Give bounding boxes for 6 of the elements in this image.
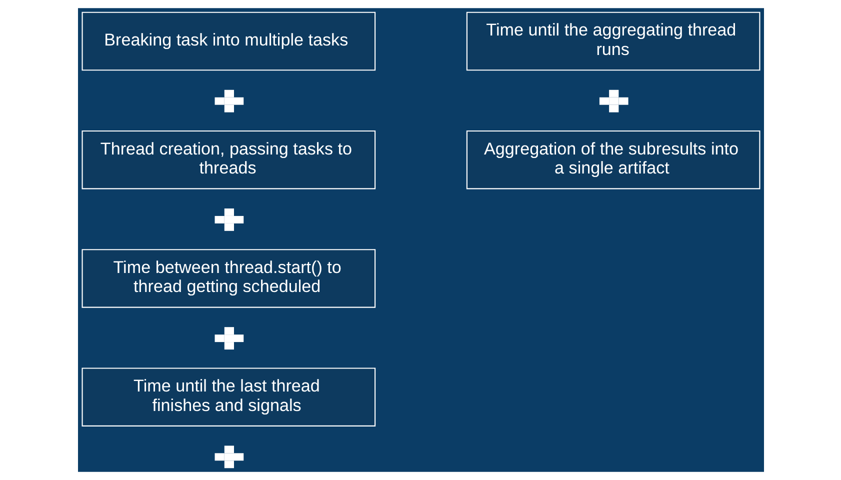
node-box: Time until the last thread finishes and signals	[81, 368, 376, 426]
node-box: Time until the aggregating thread runs	[466, 12, 760, 71]
node-box: Time between thread.start() to thread getting scheduled	[81, 249, 376, 308]
node-box: Aggregation of the subresults into a single artifact	[466, 130, 760, 190]
node-box: Breaking task into multiple tasks	[81, 12, 376, 71]
node-box: Thread creation, passing tasks to threads	[81, 130, 376, 190]
